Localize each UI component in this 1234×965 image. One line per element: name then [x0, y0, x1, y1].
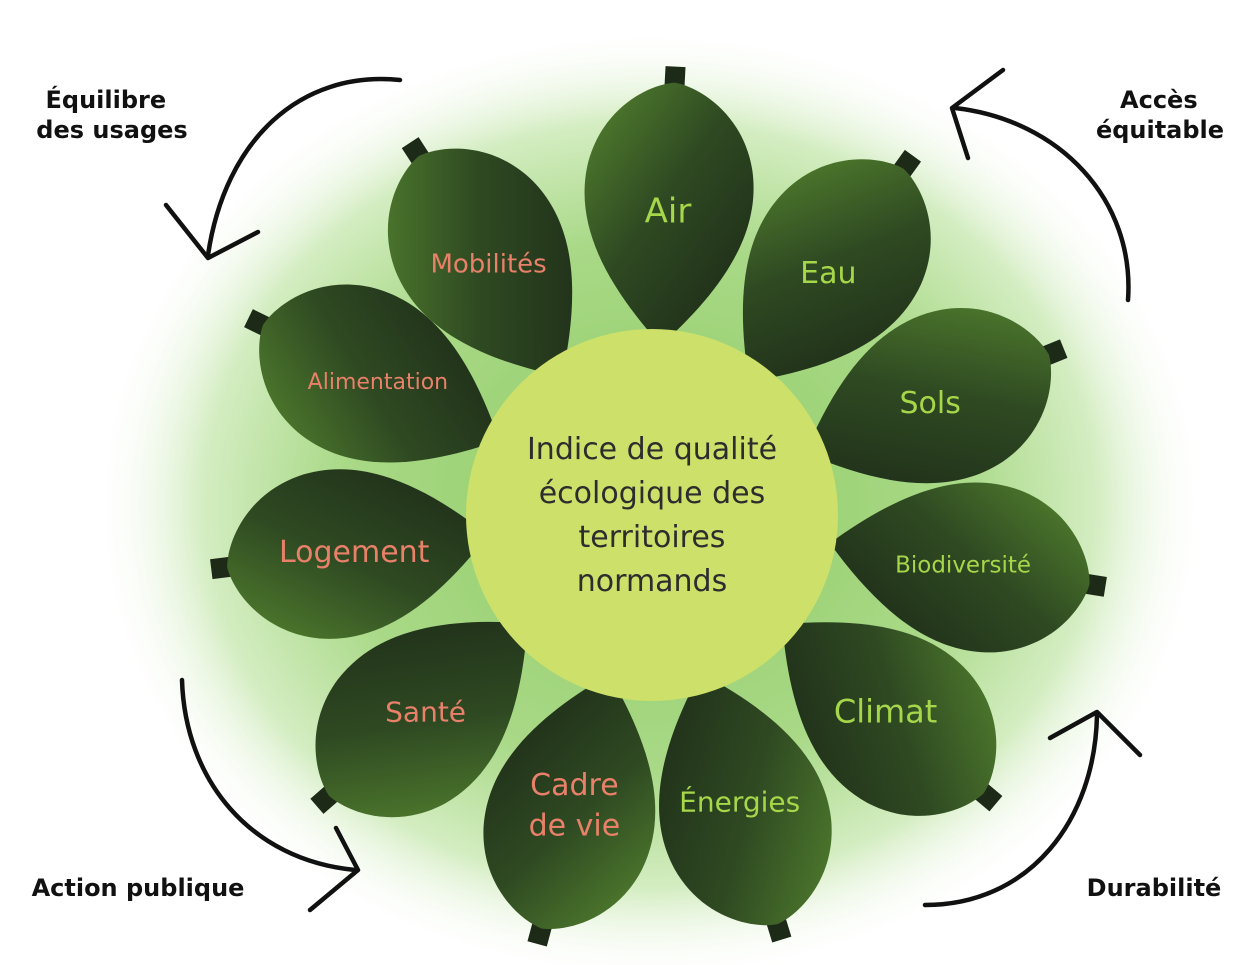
label-top-left-line2: des usages [36, 116, 187, 144]
leaf-shape [829, 482, 1090, 653]
leaf-label-logement: Logement [279, 535, 430, 570]
leaf-climat: Climat [782, 622, 1003, 816]
curved-arrow-icon [163, 76, 403, 261]
leaf-label-line: Logement [279, 535, 430, 570]
leaf-shape [483, 674, 656, 929]
label-top-right: Accès équitable [1096, 86, 1224, 144]
leaf-label-sante: Santé [385, 696, 466, 729]
leaf-label-line: Climat [834, 692, 937, 730]
center-title-line: Indice de qualité [527, 432, 777, 467]
leaf-label-line: Alimentation [308, 370, 448, 395]
leaf-label-air: Air [645, 191, 692, 231]
leaf-label-line: Énergies [679, 785, 800, 819]
label-top-left-line1: Équilibre [46, 85, 167, 114]
leaf-label-line: Air [645, 191, 692, 231]
leaf-alimentation: Alimentation [244, 284, 500, 463]
leaf-shape [315, 621, 528, 818]
leaf-shape [805, 308, 1051, 484]
leaf-shape [387, 148, 573, 377]
leaf-label-alimentation: Alimentation [308, 370, 448, 395]
leaf-cadre-de-vie: Cadre de vie [483, 674, 656, 947]
leaf-label-line: Biodiversité [895, 552, 1031, 578]
curved-arrow-icon [922, 709, 1143, 908]
leaf-shape [742, 159, 931, 382]
leaf-mobilites: Mobilités [387, 137, 573, 377]
leaf-logement: Logement [210, 469, 489, 639]
label-bottom-left: Action publique [32, 874, 245, 902]
leaf-sols: Sols [805, 308, 1068, 484]
leaf-label-line: Sols [900, 386, 961, 421]
curved-arrow-icon [949, 67, 1131, 303]
leaf-air: Air [584, 66, 754, 346]
label-top-left: Équilibre des usages [36, 85, 187, 144]
leaf-label-mobilites: Mobilités [430, 250, 546, 280]
label-top-right-line1: Accès [1120, 86, 1198, 114]
leaf-energies: Énergies [659, 672, 832, 943]
center-title-line: normands [577, 564, 727, 599]
center-title-line: écologique des [539, 476, 766, 511]
leaf-label-line: Mobilités [430, 250, 546, 280]
leaf-label-biodiversite: Biodiversité [895, 552, 1031, 578]
label-top-right-line2: équitable [1096, 116, 1224, 144]
label-bottom-right: Durabilité [1087, 874, 1222, 902]
leaf-label-line: Eau [800, 256, 856, 291]
leaf-eau: Eau [742, 149, 931, 382]
leaf-label-line: de vie [529, 809, 621, 844]
leaf-label-climat: Climat [834, 692, 937, 730]
leaf-label-eau: Eau [800, 256, 856, 291]
leaf-sante: Santé [310, 621, 528, 818]
leaf-shape [782, 622, 997, 816]
leaf-label-energies: Énergies [679, 785, 800, 819]
center-title: Indice de qualité écologique des territoir… [527, 432, 777, 599]
curved-arrow-icon [179, 677, 361, 913]
leaf-shape [259, 284, 500, 463]
leaf-shape [227, 469, 489, 639]
center-circle [466, 329, 838, 701]
leaf-biodiversite: Biodiversité [829, 482, 1107, 653]
leaf-label-line: Santé [385, 696, 466, 729]
leaf-label-sols: Sols [900, 386, 961, 421]
center-title-line: territoires [579, 520, 726, 555]
leaf-label-cadre-de-vie: Cadre de vie [529, 768, 621, 844]
leaf-shape [584, 82, 754, 346]
leaf-shape [659, 672, 832, 926]
leaf-label-line: Cadre [530, 768, 619, 803]
